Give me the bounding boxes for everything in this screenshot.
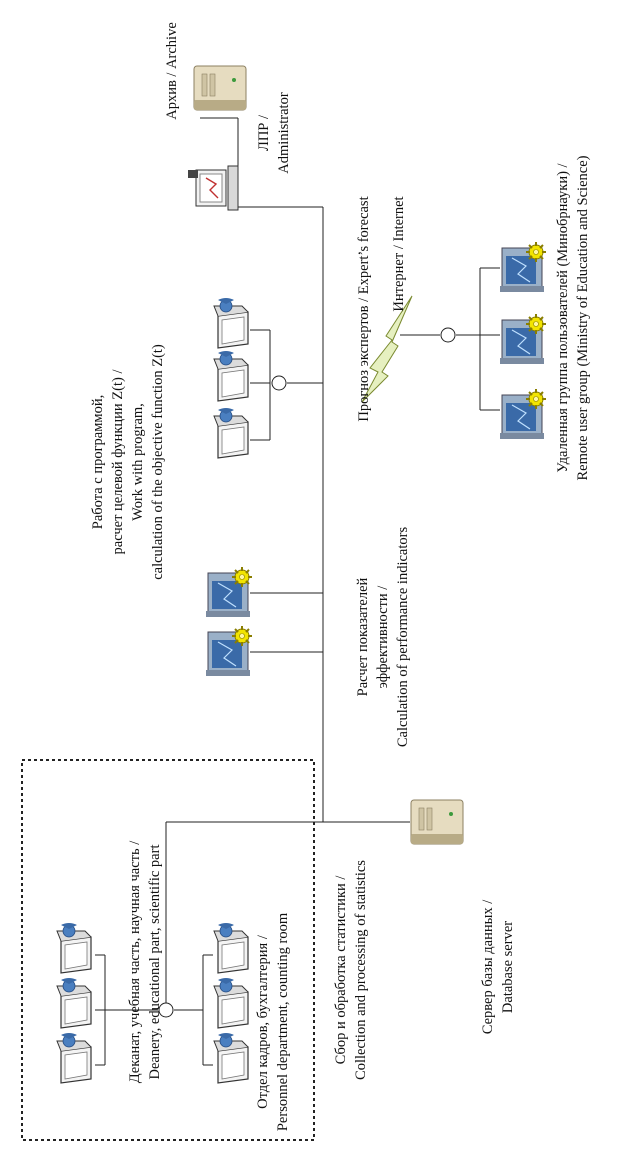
statistics-collection-label: Сбор и обработка статистики / Collection… — [333, 860, 369, 1080]
database-server-label: Сервер базы данных / Database server — [480, 899, 516, 1035]
administrator-label: ЛПР / Administrator — [256, 92, 292, 174]
work-with-program-label: Работа с программой, расчет целевой функ… — [90, 344, 166, 580]
hub-circle — [158, 1002, 174, 1018]
workstation-icon — [205, 625, 253, 677]
hub-circle — [440, 327, 456, 343]
user-laptop-icon — [213, 922, 249, 974]
user-laptop-icon — [213, 297, 249, 349]
internet-label: Интернет / Internet — [391, 196, 407, 312]
user-laptop-icon — [56, 1032, 92, 1084]
remote-user-group-label: Удаленная группа пользователей (Минобрна… — [555, 155, 591, 481]
admin-terminal-icon — [188, 165, 239, 211]
connection-lines — [95, 117, 500, 1066]
archive-server-icon — [193, 65, 247, 111]
archive-label: Архив / Archive — [164, 22, 180, 120]
database-server-icon — [410, 799, 464, 845]
workstation-icon — [205, 566, 253, 618]
department-group-box — [21, 759, 315, 1141]
expert-forecast-label: Прогноз экспертов / Expert’s forecast — [356, 196, 372, 422]
user-laptop-icon — [213, 350, 249, 402]
deanery-label: Деканат, учебная часть, научная часть / … — [127, 840, 163, 1084]
workstation-icon — [499, 313, 547, 365]
user-laptop-icon — [213, 977, 249, 1029]
user-laptop-icon — [56, 922, 92, 974]
personnel-department-label: Отдел кадров, бухгалтерия / Personnel de… — [255, 912, 291, 1132]
user-laptop-icon — [213, 1032, 249, 1084]
user-laptop-icon — [213, 407, 249, 459]
hub-circle — [271, 375, 287, 391]
user-laptop-icon — [56, 977, 92, 1029]
performance-indicators-label: Расчет показателей эффективности / Calcu… — [355, 526, 411, 748]
workstation-icon — [499, 241, 547, 293]
workstation-icon — [499, 388, 547, 440]
lightning-icon — [361, 295, 413, 403]
